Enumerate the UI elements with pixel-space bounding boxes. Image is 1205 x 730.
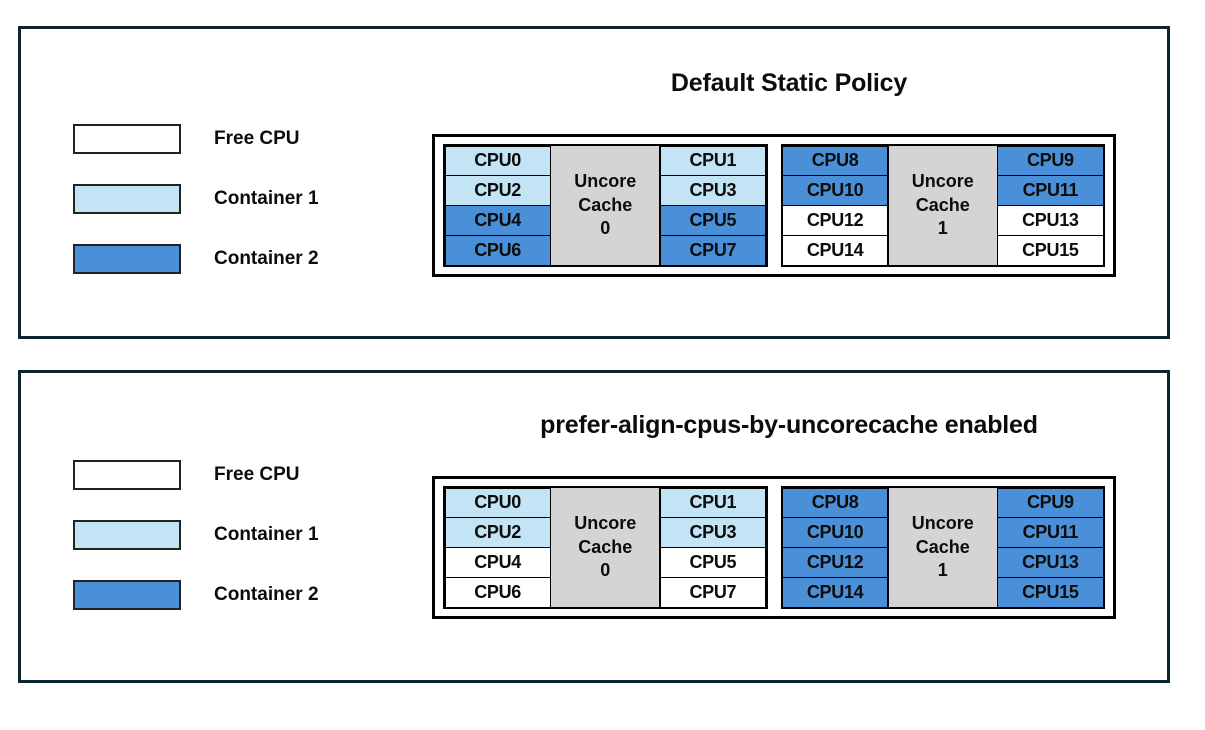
cache-label-line-2: Cache [578,536,633,557]
cpu-cell: CPU10 [782,175,889,206]
cpu-column-right: CPU9 CPU11 CPU13 CPU15 [997,487,1104,608]
cpu-column-left: CPU8 CPU10 CPU12 CPU14 [782,487,889,608]
cache-label-line-1: Uncore [574,170,637,191]
cpu-column-left: CPU0 CPU2 CPU4 CPU6 [444,487,551,608]
cpu-cell: CPU6 [444,576,551,608]
cpu-cell: CPU2 [444,175,551,206]
uncore-cache-label: Uncore Cache 1 [887,146,998,265]
cpu-cell: CPU9 [997,487,1104,519]
cpu-cell: CPU1 [659,487,766,519]
cpu-cell: CPU15 [997,576,1104,608]
legend-item-container-2: Container 2 [73,565,319,625]
legend-swatch-container-2 [73,580,181,610]
cache-label-line-1: Uncore [911,512,974,533]
cache-label-line-2: Cache [915,536,970,557]
cpu-column-left: CPU8 CPU10 CPU12 CPU14 [782,145,889,266]
legend-label-container-2: Container 2 [214,584,319,605]
uncore-cache-label: Uncore Cache 0 [550,488,661,607]
legend-label-container-1: Container 1 [214,524,319,545]
legend-swatch-container-1 [73,184,181,214]
cpu-cell: CPU6 [444,234,551,266]
cpu-cell: CPU8 [782,487,889,519]
cpu-cell: CPU3 [659,175,766,206]
cpu-cell: CPU5 [659,205,766,236]
legend-label-container-1: Container 1 [214,188,319,209]
legend-swatch-container-2 [73,244,181,274]
cpu-cell: CPU9 [997,145,1104,177]
cache-label-line-3: 0 [600,560,611,581]
cpu-cell: CPU13 [997,205,1104,236]
uncore-cache-group-1: CPU8 CPU10 CPU12 CPU14 Uncore Cache 1 CP… [780,144,1105,267]
legend-swatch-free-cpu [73,460,181,490]
uncore-cache-label: Uncore Cache 1 [887,488,998,607]
legend-item-container-1: Container 1 [73,505,319,565]
cpu-cell: CPU13 [997,547,1104,578]
cache-label-line-2: Cache [578,194,633,215]
cache-label-line-3: 1 [937,560,948,581]
cpu-cell: CPU14 [782,234,889,266]
cpu-column-left: CPU0 CPU2 CPU4 CPU6 [444,145,551,266]
cpu-cell: CPU8 [782,145,889,177]
cpu-column-right: CPU1 CPU3 CPU5 CPU7 [659,487,766,608]
cpu-cell: CPU4 [444,547,551,578]
cpu-cell: CPU0 [444,145,551,177]
legend-label-container-2: Container 2 [214,248,319,269]
uncore-cache-group-1: CPU8 CPU10 CPU12 CPU14 Uncore Cache 1 CP… [780,486,1105,609]
cpu-topology-diagram: CPU0 CPU2 CPU4 CPU6 Uncore Cache 0 CPU1 … [432,476,1116,619]
legend-label-free-cpu: Free CPU [214,464,300,485]
cpu-cell: CPU15 [997,234,1104,266]
panel-default-static-policy: Default Static Policy Free CPU Container… [18,26,1170,339]
legend-item-container-1: Container 1 [73,169,319,229]
cache-label-line-1: Uncore [574,512,637,533]
cache-label-line-1: Uncore [911,170,974,191]
panel-prefer-align-enabled: prefer-align-cpus-by-uncorecache enabled… [18,370,1170,683]
cpu-cell: CPU12 [782,547,889,578]
cpu-cell: CPU11 [997,175,1104,206]
cpu-cell: CPU7 [659,234,766,266]
cpu-cell: CPU14 [782,576,889,608]
cpu-cell: CPU7 [659,576,766,608]
cache-label-line-2: Cache [915,194,970,215]
uncore-cache-label: Uncore Cache 0 [550,146,661,265]
cpu-cell: CPU1 [659,145,766,177]
legend: Free CPU Container 1 Container 2 [73,445,319,625]
cpu-cell: CPU5 [659,547,766,578]
uncore-cache-group-0: CPU0 CPU2 CPU4 CPU6 Uncore Cache 0 CPU1 … [443,144,768,267]
cpu-cell: CPU2 [444,517,551,548]
legend-label-free-cpu: Free CPU [214,128,300,149]
legend-item-container-2: Container 2 [73,229,319,289]
cpu-cell: CPU10 [782,517,889,548]
legend: Free CPU Container 1 Container 2 [73,109,319,289]
cache-label-line-3: 0 [600,218,611,239]
cpu-cell: CPU11 [997,517,1104,548]
page-title: Default Static Policy [670,69,908,97]
legend-item-free-cpu: Free CPU [73,109,319,169]
cpu-cell: CPU4 [444,205,551,236]
uncore-cache-group-0: CPU0 CPU2 CPU4 CPU6 Uncore Cache 0 CPU1 … [443,486,768,609]
legend-item-free-cpu: Free CPU [73,445,319,505]
cpu-cell: CPU12 [782,205,889,236]
cpu-column-right: CPU9 CPU11 CPU13 CPU15 [997,145,1104,266]
cpu-topology-diagram: CPU0 CPU2 CPU4 CPU6 Uncore Cache 0 CPU1 … [432,134,1116,277]
legend-swatch-free-cpu [73,124,181,154]
cache-label-line-3: 1 [937,218,948,239]
legend-swatch-container-1 [73,520,181,550]
cpu-cell: CPU3 [659,517,766,548]
cpu-column-right: CPU1 CPU3 CPU5 CPU7 [659,145,766,266]
page-title: prefer-align-cpus-by-uncorecache enabled [540,411,1038,439]
cpu-cell: CPU0 [444,487,551,519]
